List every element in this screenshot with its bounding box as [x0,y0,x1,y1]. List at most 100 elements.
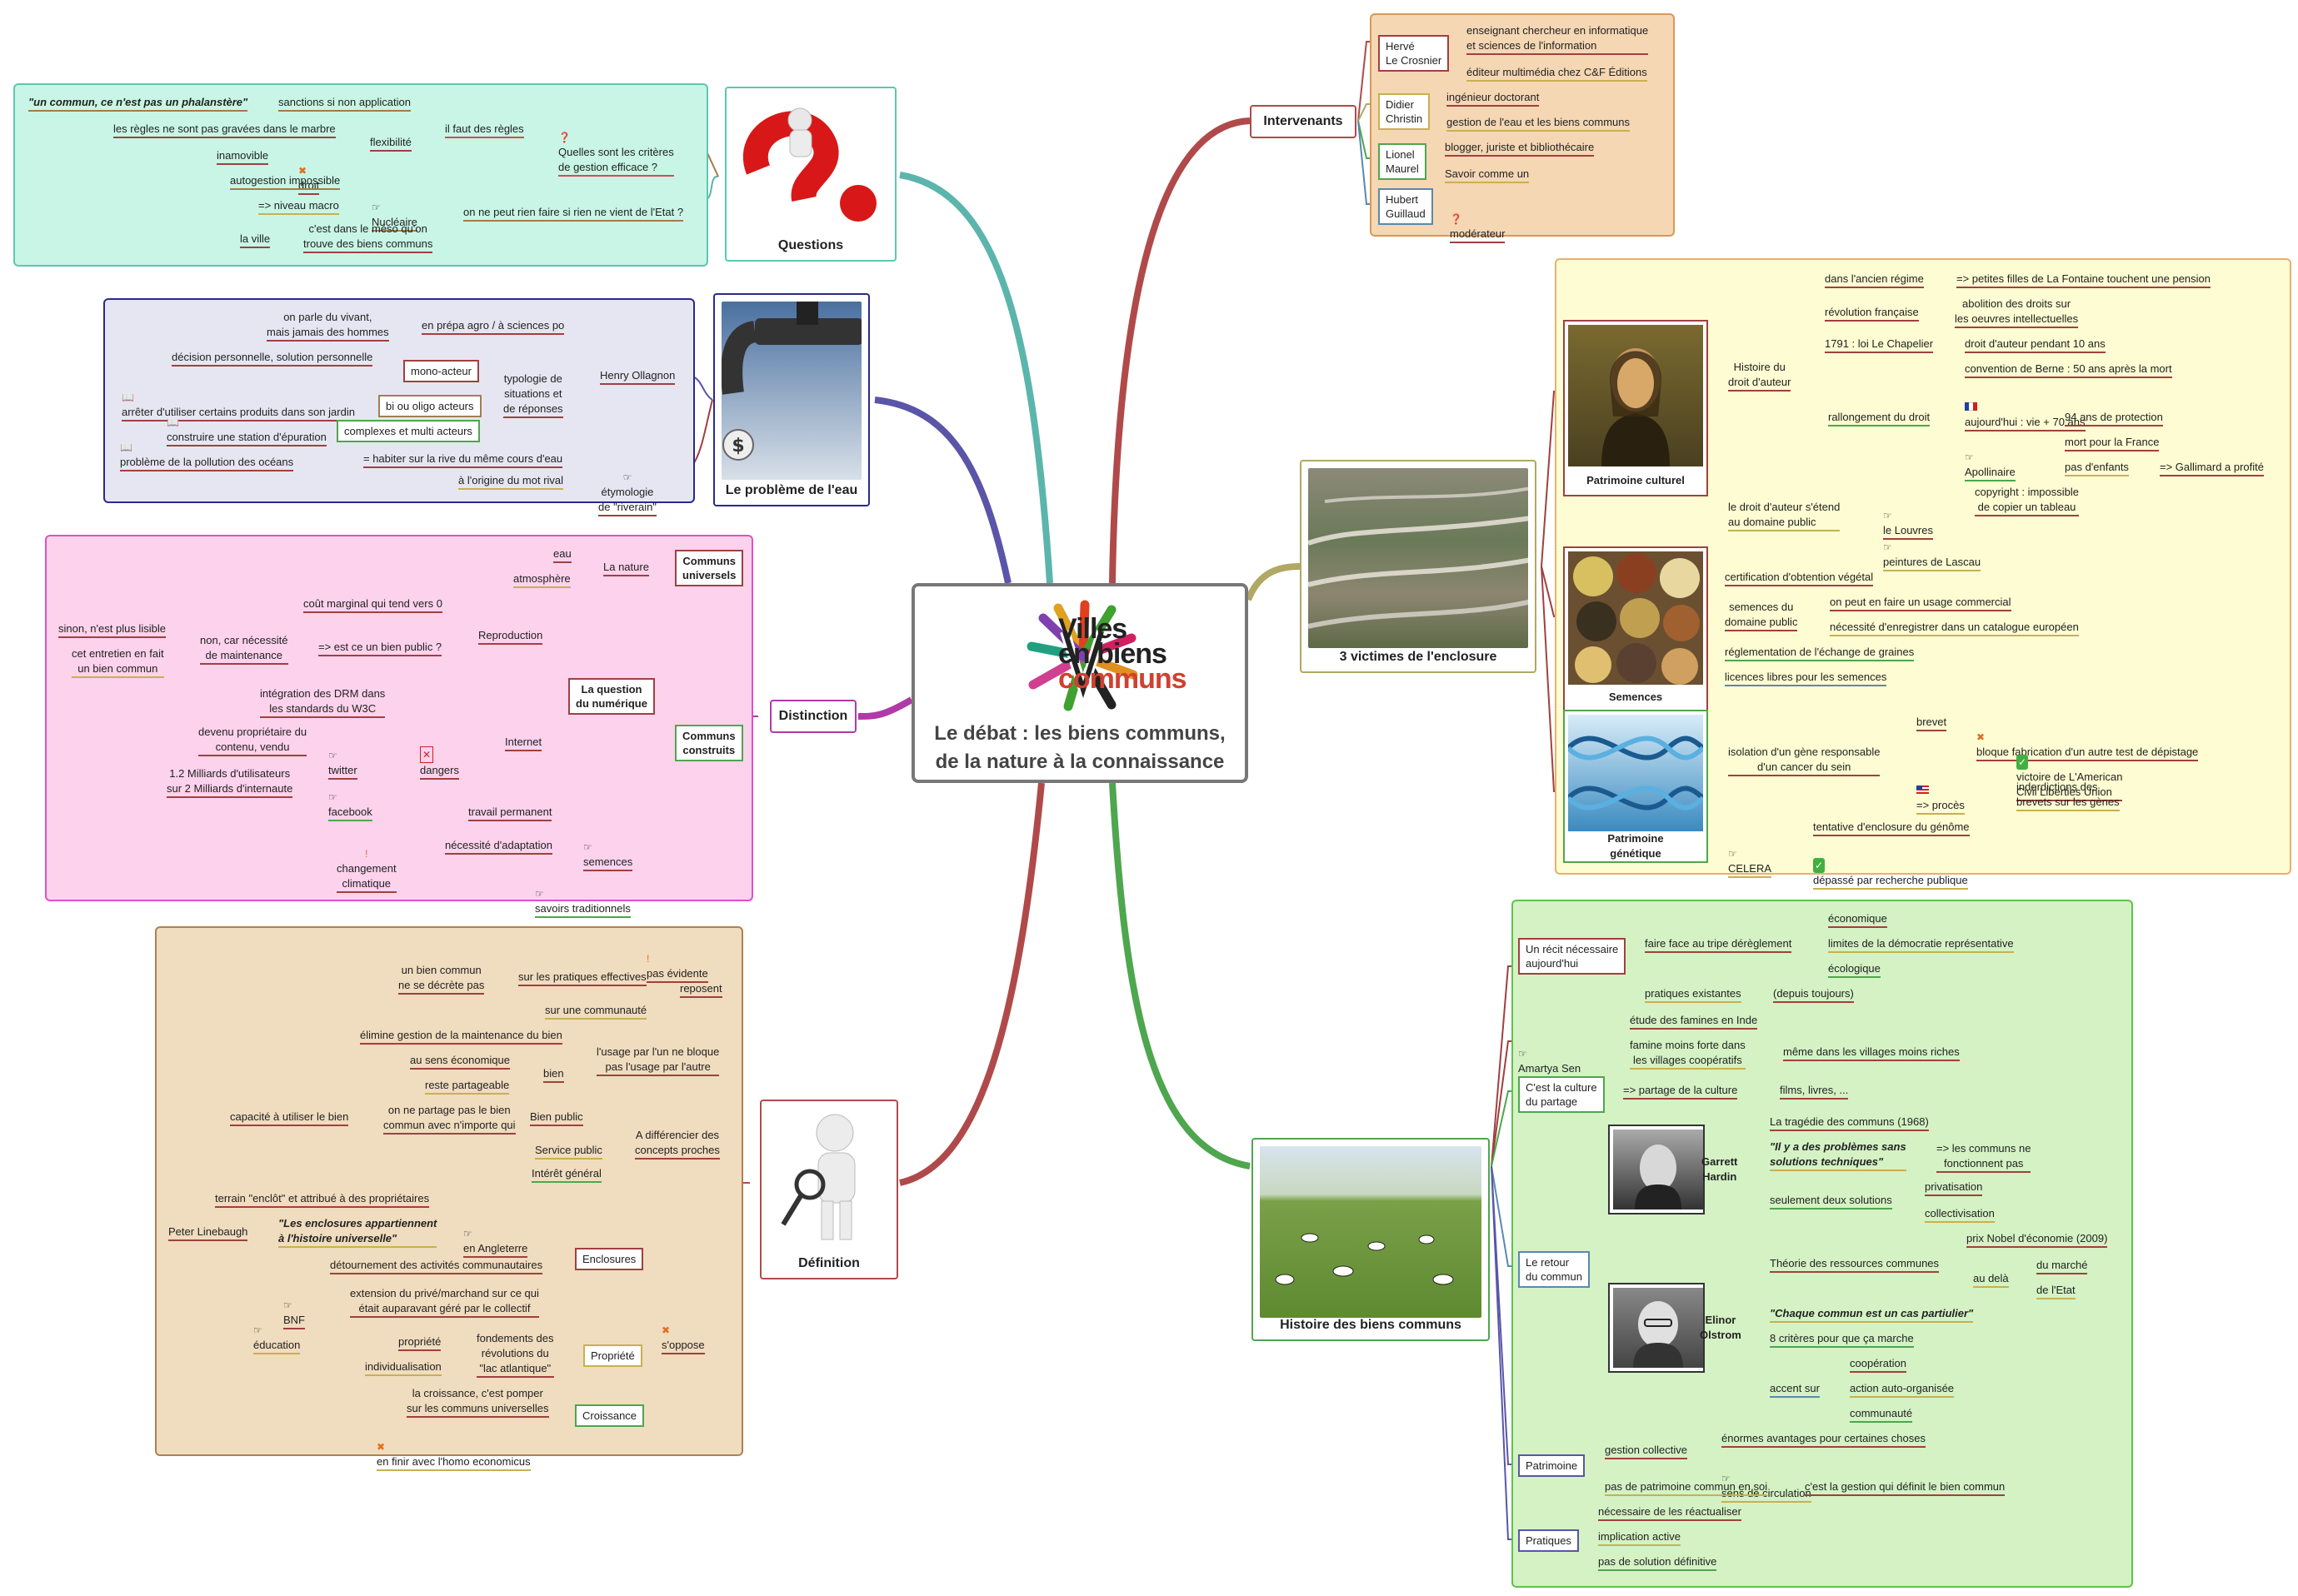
def-linebaugh[interactable]: Peter Linebaugh [168,1224,248,1241]
def-communaute[interactable]: sur une communauté [545,1003,647,1020]
h-gestion-definit[interactable]: c'est la gestion qui définit le bien com… [1805,1479,2006,1496]
v-victoire[interactable]: ✓ victoire de L'American Civil Liberties… [2016,740,2123,801]
def-education[interactable]: ☞ éducation [253,1308,301,1354]
def-economique[interactable]: au sens économique [410,1053,510,1070]
def-usage[interactable]: l'usage par l'un ne bloque pas l'usage p… [597,1045,720,1076]
def-s-oppose[interactable]: ✖ s'oppose [662,1308,705,1354]
def-differencier[interactable]: A différencier des concepts proches [635,1128,720,1160]
q-la-ville[interactable]: la ville [240,232,271,248]
v-celera[interactable]: ☞ CELERA [1728,831,1772,878]
h-ecologique[interactable]: écologique [1828,961,1881,978]
q-nucleaire[interactable]: ☞ Nucléaire [372,185,417,232]
i-hubert1[interactable]: ❓ modérateur [1450,197,1506,243]
d-travail[interactable]: travail permanent [468,805,552,821]
def-reposent[interactable]: reposent [680,981,722,998]
i-didier1[interactable]: ingénieur doctorant [1446,90,1540,107]
def-angleterre[interactable]: ☞ en Angleterre [463,1211,528,1258]
v-histoire-droit[interactable]: Histoire du droit d'auteur [1728,360,1791,392]
d-atmosphere[interactable]: atmosphère [513,571,571,588]
d-cout[interactable]: coût marginal qui tend vers 0 [303,596,442,613]
e-habiter[interactable]: = habiter sur la rive du même cours d'ea… [363,451,563,468]
q-autogestion[interactable]: autogestion impossible [230,173,341,190]
semences-image[interactable]: Semences [1563,546,1708,713]
d-bien-public[interactable]: => est ce un bien public ? [318,640,442,656]
d-semences[interactable]: ☞ semences [583,825,633,871]
d-necessite[interactable]: nécessité d'adaptation [445,838,552,855]
h-action[interactable]: action auto-organisée [1850,1381,1955,1398]
i-lionel1[interactable]: blogger, juriste et bibliothécaire [1445,140,1595,157]
h-theorie[interactable]: Théorie des ressources communes [1770,1256,1940,1273]
h-au-dela[interactable]: au delà [1973,1271,2009,1288]
d-milliards[interactable]: 1.2 Milliards d'utilisateurs sur 2 Milli… [167,766,293,798]
topic-questions[interactable]: Questions [725,87,897,262]
v-mort-france[interactable]: mort pour la France [2065,435,2160,451]
h-patrimoine[interactable]: Patrimoine [1518,1454,1586,1477]
h-criteres[interactable]: 8 critères pour que ça marche [1770,1331,1914,1348]
h-communaute[interactable]: communauté [1850,1406,1913,1423]
h-cooperation[interactable]: coopération [1850,1356,1906,1373]
h-tragedie[interactable]: La tragédie des communs (1968) [1770,1115,1929,1131]
i-didier2[interactable]: gestion de l'eau et les biens communs [1446,115,1630,132]
d-communs-construits[interactable]: Communs construits [675,725,743,761]
h-depuis[interactable]: (depuis toujours) [1773,986,1854,1003]
e-etymologie[interactable]: ☞ étymologie de "riverain" [598,455,657,516]
def-bien-public[interactable]: Bien public [530,1110,583,1126]
def-capacite[interactable]: capacité à utiliser le bien [230,1110,349,1126]
h-meme[interactable]: même dans les villages moins riches [1783,1045,1960,1061]
v-isolation[interactable]: isolation d'un gène responsable d'un can… [1728,745,1881,776]
def-fondements[interactable]: fondements des révolutions du "lac atlan… [477,1331,554,1378]
i-didier[interactable]: Didier Christin [1378,93,1431,130]
v-pas-enfants[interactable]: pas d'enfants [2065,460,2129,476]
def-elimine[interactable]: élimine gestion de la maintenance du bie… [360,1028,562,1045]
h-nobel[interactable]: prix Nobel d'économie (2009) [1966,1231,2108,1248]
e-prepa[interactable]: en prépa agro / à sciences po [422,318,565,335]
v-dix-ans[interactable]: droit d'auteur pendant 10 ans [1965,337,2106,353]
d-entretien[interactable]: cet entretien en fait un bien commun [72,646,164,678]
v-reglementation[interactable]: réglementation de l'échange de graines [1725,645,1915,661]
h-sens[interactable]: ☞ sens de circulation [1721,1456,1811,1503]
v-rallongement[interactable]: rallongement du droit [1828,410,1931,426]
e-pollution[interactable]: 📖 problème de la pollution des océans [120,425,294,471]
q-criteres[interactable]: ❓ Quelles sont les critères de gestion e… [558,115,674,177]
def-detournement[interactable]: détournement des activités communautaire… [330,1258,543,1274]
def-extension[interactable]: extension du privé/marchand sur ce qui é… [350,1286,539,1318]
h-triple[interactable]: faire face au tripe dérèglement [1645,936,1792,953]
d-communs-universels[interactable]: Communs universels [675,550,744,586]
d-sinon[interactable]: sinon, n'est plus lisible [58,621,166,638]
h-recit[interactable]: Un récit nécessaire aujourd'hui [1518,938,1626,975]
e-station[interactable]: 📖 construire une station d'épuration [167,400,327,446]
h-du-marche[interactable]: du marché [2036,1258,2088,1274]
h-ostrom-quote[interactable]: "Chaque commun est un cas partiulier" [1770,1306,1974,1323]
i-herve[interactable]: Hervé Le Crosnier [1378,35,1450,72]
q-niveau-macro[interactable]: => niveau macro [258,198,339,215]
h-partage-culture[interactable]: => partage de la culture [1623,1083,1738,1100]
e-bi-oligo[interactable]: bi ou oligo acteurs [378,395,482,417]
d-devenu[interactable]: devenu propriétaire du contenu, vendu [198,725,307,756]
ostrom-card[interactable] [1608,1283,1705,1373]
h-gestion-collective[interactable]: gestion collective [1605,1443,1687,1459]
topic-eau[interactable]: $ Le problème de l'eau [713,293,870,506]
d-reproduction[interactable]: Reproduction [478,628,543,645]
def-reste[interactable]: reste partageable [425,1078,510,1095]
e-vivant[interactable]: on parle du vivant, mais jamais des homm… [267,310,389,342]
hardin-card[interactable] [1608,1125,1705,1214]
i-lionel2[interactable]: Savoir comme un [1445,167,1530,183]
def-bnf[interactable]: ☞ BNF [283,1283,305,1329]
central-topic[interactable]: Villes en biens communs Le débat : les b… [912,583,1248,783]
v-berne[interactable]: convention de Berne : 50 ans après la mo… [1965,362,2172,378]
def-pas-evidente[interactable]: ! pas évidente [647,936,708,983]
d-dangers[interactable]: ✕ dangers [420,731,459,780]
h-de-etat[interactable]: de l'Etat [2036,1283,2076,1299]
v-brevet[interactable]: brevet [1916,715,1947,731]
v-louvres[interactable]: ☞ le Louvres [1883,493,1933,540]
q-etat[interactable]: on ne peut rien faire si rien ne vient d… [463,205,684,222]
def-individualisation[interactable]: individualisation [365,1359,442,1376]
def-pratiques[interactable]: sur les pratiques effectives [518,970,647,986]
d-la-nature[interactable]: La nature [603,560,649,576]
d-drm[interactable]: intégration des DRM dans les standards d… [260,686,386,718]
h-retour[interactable]: Le retour du commun [1518,1251,1590,1288]
h-limites[interactable]: limites de la démocratie représentative [1828,936,2014,953]
v-quatre-vingt[interactable]: 94 ans de protection [2065,410,2163,426]
def-enclosures[interactable]: Enclosures [575,1248,644,1270]
q-gravees[interactable]: les règles ne sont pas gravées dans le m… [113,122,336,138]
